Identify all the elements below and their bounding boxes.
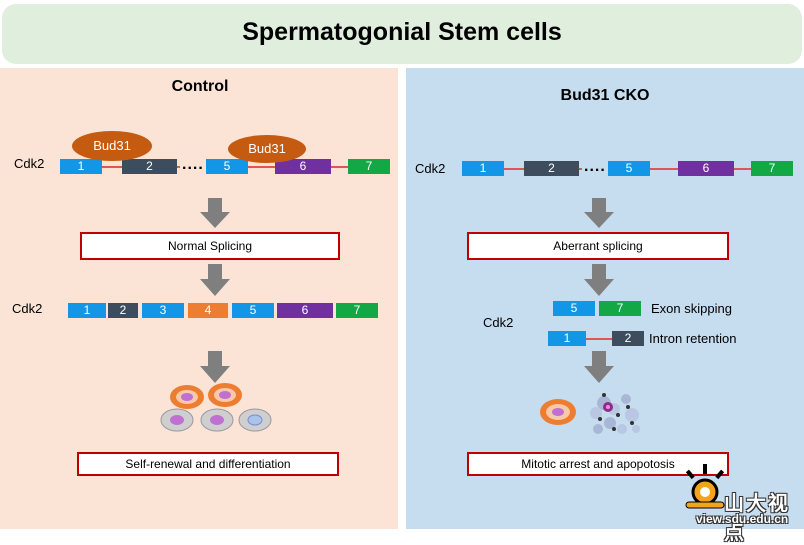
cko-outcome-box: Mitotic arrest and apopotosis — [467, 452, 729, 476]
cko-exon-5: 5 — [608, 161, 650, 176]
sdu-logo-icon — [685, 464, 725, 509]
mature-exon-7: 7 — [336, 303, 378, 318]
cko-exon-1: 1 — [462, 161, 504, 176]
mature-exon-5: 5 — [232, 303, 274, 318]
bud31-protein-2: Bud31 — [228, 135, 306, 163]
mature-exon-1: 1 — [68, 303, 106, 318]
healthy-cells-illustration — [160, 383, 272, 432]
retained-intron-line — [548, 338, 644, 340]
cko-gap-dots: .... — [582, 158, 608, 175]
control-exon-2: 2 — [122, 159, 177, 174]
down-arrow-icon — [584, 351, 614, 383]
down-arrow-icon — [584, 264, 614, 296]
cko-result-gene-label: Cdk2 — [483, 315, 514, 330]
normal-splicing-box: Normal Splicing — [80, 232, 340, 260]
retain-exon-2: 2 — [612, 331, 644, 346]
control-exon-5: 5 — [206, 159, 248, 174]
mature-exon-4: 4 — [188, 303, 228, 318]
watermark-url: view.sdu.edu.cn — [696, 512, 789, 526]
mature-exon-3: 3 — [142, 303, 184, 318]
down-arrow-icon — [200, 264, 230, 296]
down-arrow-icon — [200, 351, 230, 383]
cko-exon-2: 2 — [524, 161, 579, 176]
cko-heading: Bud31 CKO — [560, 87, 650, 104]
intron-retention-label: Intron retention — [649, 331, 737, 346]
control-exon-1: 1 — [60, 159, 102, 174]
down-arrow-icon — [584, 198, 614, 228]
control-gene-label: Cdk2 — [14, 156, 45, 171]
apoptotic-cells-illustration — [540, 393, 640, 434]
control-result-gene-label: Cdk2 — [12, 301, 43, 316]
skip-exon-5: 5 — [553, 301, 595, 316]
mature-exon-2: 2 — [108, 303, 138, 318]
control-heading: Control — [171, 78, 229, 95]
control-outcome-box: Self-renewal and differentiation — [77, 452, 339, 476]
diagram-title: Spermatogonial Stem cells — [242, 18, 562, 46]
down-arrow-icon — [200, 198, 230, 228]
title-banner — [2, 4, 802, 64]
cko-gene-label: Cdk2 — [415, 161, 446, 176]
cko-exon-7: 7 — [751, 161, 793, 176]
aberrant-splicing-box: Aberrant splicing — [467, 232, 729, 260]
mature-exon-6: 6 — [277, 303, 333, 318]
exon-skipping-label: Exon skipping — [651, 301, 732, 316]
bud31-protein-1: Bud31 — [72, 131, 152, 161]
retain-exon-1: 1 — [548, 331, 586, 346]
control-exon-6: 6 — [275, 159, 331, 174]
control-exon-7: 7 — [348, 159, 390, 174]
control-gap-dots: .... — [180, 156, 206, 173]
skip-exon-7: 7 — [599, 301, 641, 316]
cko-exon-6: 6 — [678, 161, 734, 176]
